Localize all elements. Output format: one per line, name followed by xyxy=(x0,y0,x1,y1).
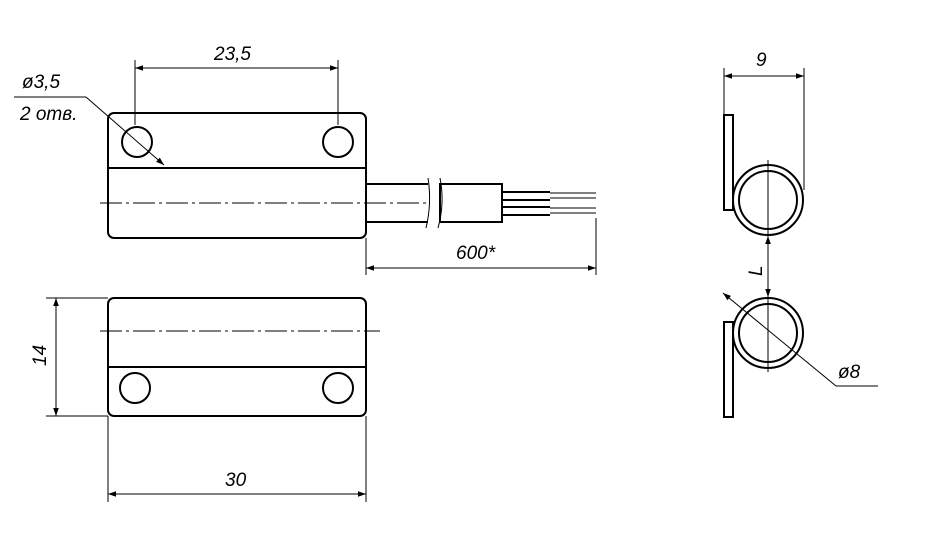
leader-hole-diameter: ø3,5 2 отв. xyxy=(14,72,165,166)
dimension-height: 14 xyxy=(30,297,108,417)
gap-label: L xyxy=(746,265,767,276)
hole-count-label: 2 отв. xyxy=(19,104,77,125)
magnet-hole-right xyxy=(322,372,354,404)
cable-length-label: 600* xyxy=(456,243,496,264)
mounting-hole-left xyxy=(121,126,153,158)
hole-spacing-label: 23,5 xyxy=(213,44,251,65)
side-upper-element xyxy=(723,114,804,236)
magnet-bottom-view: 14 30 xyxy=(30,297,380,502)
side-lower-element xyxy=(723,297,804,418)
hole-diameter-label: ø3,5 xyxy=(22,72,60,93)
dimension-cable-length: 600* xyxy=(365,218,597,275)
sensor-top-view: 23,5 ø3,5 2 отв. 600* xyxy=(14,44,597,275)
upper-flange xyxy=(723,114,734,211)
height-label: 14 xyxy=(30,345,51,366)
thickness-label: 9 xyxy=(756,50,767,71)
cable-sleeve xyxy=(439,183,503,223)
dimension-thickness: 9 xyxy=(723,50,805,190)
dimension-gap: L xyxy=(746,160,771,372)
lower-flange xyxy=(723,321,734,418)
leader-magnet-diameter: ø8 xyxy=(722,292,878,387)
dimension-width: 30 xyxy=(107,416,367,502)
magnet-hole-left xyxy=(119,372,151,404)
mounting-hole-right xyxy=(322,126,354,158)
cable xyxy=(366,177,596,229)
width-label: 30 xyxy=(225,470,247,491)
sensor-body-outline xyxy=(107,112,367,239)
side-view: 9 L ø8 xyxy=(722,50,878,418)
dimension-hole-spacing: 23,5 xyxy=(134,44,339,125)
magnet-diameter-label: ø8 xyxy=(838,362,861,383)
magnet-body-outline xyxy=(107,297,367,417)
